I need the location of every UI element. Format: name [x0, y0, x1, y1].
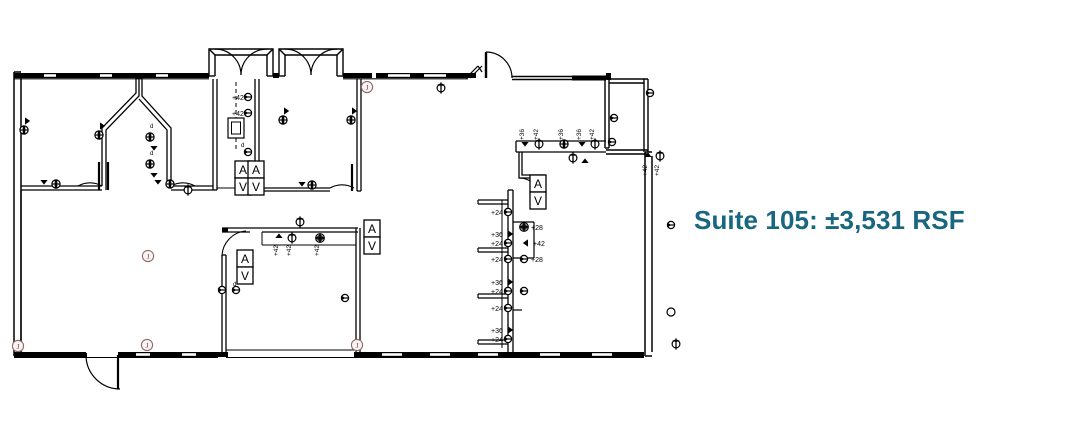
- exterior-wall-north-east: [343, 51, 611, 81]
- av-box-2: [247, 160, 265, 196]
- av-box-3: [363, 219, 381, 255]
- device-group-center-office-a: +42 +42 d: [232, 92, 253, 157]
- svg-text:+42: +42: [232, 111, 244, 118]
- device-group-workstation-bank: +24 +28 +36 +24 +42 +24 +28 +36 +24 +2: [491, 207, 545, 344]
- exterior-wall-south: [14, 352, 644, 390]
- svg-text:+24: +24: [491, 289, 503, 296]
- svg-text:+42: +42: [314, 245, 321, 256]
- junction-box-4: [350, 338, 364, 352]
- alcove-door-swings: [214, 48, 338, 76]
- svg-text:+28: +28: [531, 257, 543, 264]
- device-group-northeast: +42 +42: [609, 88, 681, 351]
- svg-text:+42: +42: [273, 245, 280, 256]
- svg-text:d: d: [241, 143, 244, 149]
- exterior-wall-west: [13, 71, 22, 357]
- svg-text:d: d: [233, 282, 236, 288]
- center-office-b-walls: [259, 79, 362, 192]
- device-group-corridor-header: +36 +42 +36 +36 +42: [519, 129, 617, 165]
- svg-text:+42: +42: [533, 129, 540, 140]
- svg-text:+42: +42: [589, 129, 596, 140]
- svg-text:+36: +36: [558, 129, 565, 140]
- svg-text:+24: +24: [491, 210, 503, 217]
- svg-text:+42: +42: [232, 95, 244, 102]
- svg-text:+24: +24: [491, 241, 503, 248]
- interior-wall-upper-left: [21, 162, 213, 191]
- junction-box-1: [141, 249, 155, 263]
- wall-structure: [13, 48, 653, 390]
- av-box-4: [236, 249, 254, 285]
- av-box-5: [529, 174, 547, 210]
- conference-room-walls: [221, 227, 361, 352]
- svg-text:+42: +42: [286, 245, 293, 256]
- svg-text:+24: +24: [491, 306, 503, 313]
- junction-box-5: [360, 80, 374, 94]
- svg-text:+36: +36: [491, 280, 503, 287]
- electrical-symbols: d d +42 +42 d: [19, 81, 681, 351]
- svg-text:d: d: [150, 151, 153, 157]
- north-alcove-structure: [208, 48, 344, 78]
- svg-text:+28: +28: [531, 225, 543, 232]
- device-group-angled-room: d d: [94, 122, 175, 189]
- svg-text:+36: +36: [576, 129, 583, 140]
- exterior-wall-north-west: [14, 73, 209, 80]
- svg-text:+42: +42: [533, 241, 545, 248]
- svg-text:+36: +36: [491, 232, 503, 239]
- svg-text:+24: +24: [491, 257, 503, 264]
- svg-text:+36: +36: [519, 129, 526, 140]
- junction-box-2: [11, 339, 25, 353]
- svg-text:+42: +42: [654, 165, 661, 176]
- device-group-west-wall: [19, 117, 61, 189]
- svg-text:d: d: [150, 124, 153, 130]
- device-group-center-office-b: [278, 107, 358, 190]
- angled-room-walls: [101, 77, 172, 186]
- junction-box-3: [140, 338, 154, 352]
- svg-text:+24: +24: [491, 337, 503, 344]
- device-group-north-center: [436, 81, 446, 95]
- junction-boxes: [11, 80, 374, 353]
- device-group-conference: +42 +42 +42 d: [217, 215, 350, 303]
- svg-text:+36: +36: [491, 328, 503, 335]
- northeast-room-walls: [604, 79, 610, 149]
- suite-area-label: Suite 105: ±3,531 RSF: [694, 205, 965, 235]
- av-boxes: [234, 160, 547, 285]
- exterior-wall-east: [606, 149, 653, 357]
- svg-text:+42: +42: [642, 165, 649, 176]
